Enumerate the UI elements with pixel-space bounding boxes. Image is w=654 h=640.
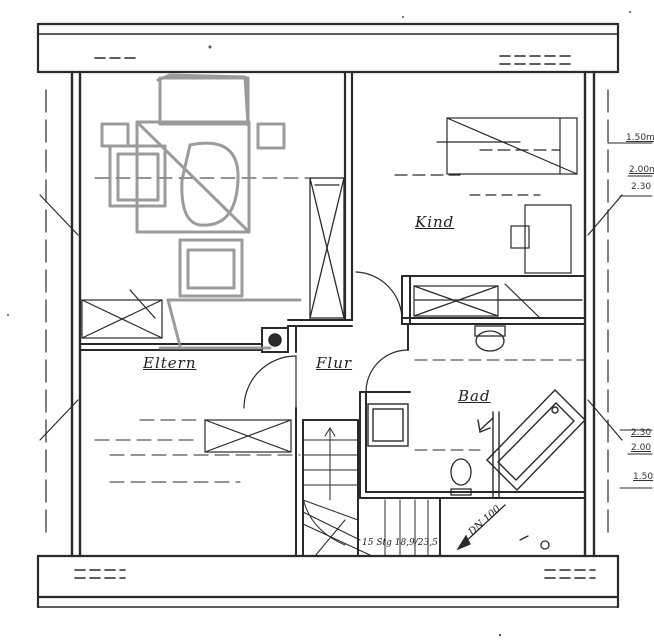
parents-dashed xyxy=(94,177,311,483)
stair-steps xyxy=(302,427,429,557)
scan-specks xyxy=(7,11,631,637)
child-bath-wall xyxy=(401,275,586,325)
window-marks xyxy=(39,194,623,441)
bath-pipe xyxy=(477,411,500,499)
child-desk xyxy=(469,194,572,274)
central-wall xyxy=(343,70,354,322)
room-label-hall: Flur xyxy=(316,354,353,372)
dimension-label-right-lower-1: 2.30 xyxy=(631,428,652,438)
chimney xyxy=(261,327,289,353)
outer-walls xyxy=(70,70,596,558)
bath-dashed xyxy=(414,359,586,451)
bathtub xyxy=(486,389,586,491)
bottom-roof-band xyxy=(36,554,620,609)
shower xyxy=(367,403,409,447)
bath-walls xyxy=(359,391,586,499)
door-arc-parents xyxy=(243,355,297,409)
door-arc-bath xyxy=(365,349,409,393)
room-label-parents: Eltern xyxy=(143,354,197,372)
dimension-label-right-upper-1: 1.50m xyxy=(626,133,654,143)
outer-dashed-lines xyxy=(45,89,609,541)
dimension-label-right-upper-3: 2.30 xyxy=(631,182,652,192)
room-label-child: Kind xyxy=(415,213,455,231)
parents-cabinet xyxy=(81,289,163,339)
stairs-note: 15 Stg 18,9/23,5 xyxy=(362,538,438,548)
dimension-ticks xyxy=(607,142,653,489)
toilet-lower xyxy=(450,458,472,496)
dimension-label-right-upper-2: 2.00m xyxy=(629,165,654,175)
child-bed xyxy=(394,117,578,176)
parents-bed-lower xyxy=(204,419,292,453)
parents-hall-wall xyxy=(79,319,353,353)
stairwell xyxy=(295,407,441,557)
pencil-sketch-furniture xyxy=(100,73,302,350)
pipe-arrow xyxy=(456,504,550,551)
dimension-label-right-lower-3: 1.50 xyxy=(633,472,654,482)
room-label-bath: Bad xyxy=(458,387,491,405)
top-roof-band xyxy=(36,22,620,74)
toilet-upper xyxy=(474,325,506,352)
dimension-label-right-lower-2: 2.00 xyxy=(631,443,652,453)
door-arc-child xyxy=(355,271,403,321)
wardrobe-child xyxy=(413,283,583,319)
wardrobe-parents xyxy=(309,177,345,319)
